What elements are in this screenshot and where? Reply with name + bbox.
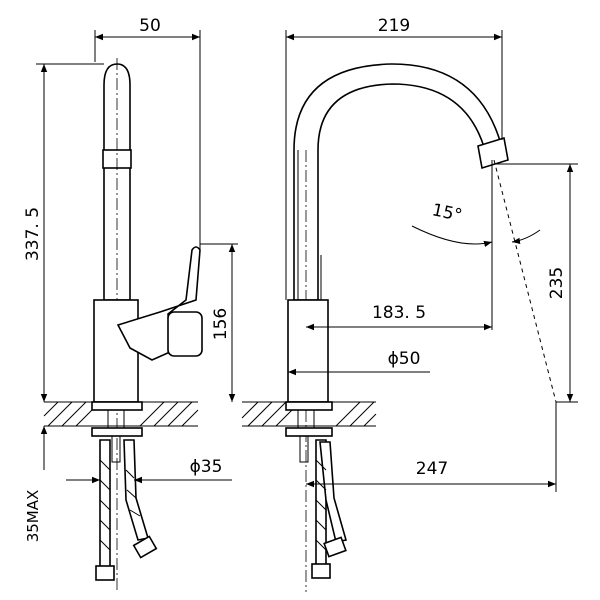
side-lever-cap [167, 311, 203, 357]
dim-spout-height: 235 [496, 163, 578, 403]
side-body [93, 299, 139, 403]
label-stream-angle: 15° [430, 200, 464, 226]
label-stream-reach: 247 [416, 459, 448, 479]
water-stream-line [493, 159, 557, 403]
label-side-height: 337. 5 [23, 207, 43, 261]
dim-max-thickness: 35MAX [24, 426, 48, 543]
label-hole-diameter: ϕ35 [190, 457, 223, 477]
side-view: 50 337. 5 156 ϕ35 35MAX [23, 16, 238, 592]
label-spout-reach: 183. 5 [372, 303, 426, 323]
label-front-width: 219 [378, 16, 410, 36]
dim-base-diameter: ϕ50 [288, 349, 430, 378]
dim-side-height: 337. 5 [23, 63, 104, 402]
dim-stream-reach: 247 [306, 402, 557, 492]
dim-front-width: 219 [285, 16, 503, 300]
dim-spout-reach: 183. 5 [306, 303, 492, 331]
dim-hole-diameter: ϕ35 [66, 457, 232, 484]
label-max-thickness: 35MAX [24, 490, 42, 543]
label-handle-height: 156 [211, 308, 231, 340]
dim-handle-height: 156 [200, 243, 238, 402]
front-view: 219 15° 183. 5 ϕ50 235 24 [241, 16, 578, 592]
front-aerator [477, 136, 509, 170]
label-spout-height: 235 [547, 267, 567, 299]
label-base-diameter: ϕ50 [388, 349, 421, 369]
front-body [287, 299, 329, 403]
dim-stream-angle: 15° [411, 200, 541, 248]
dim-side-width: 50 [94, 16, 201, 250]
label-side-width: 50 [139, 16, 161, 36]
front-hose-2 [319, 441, 348, 543]
front-spout [293, 63, 503, 301]
